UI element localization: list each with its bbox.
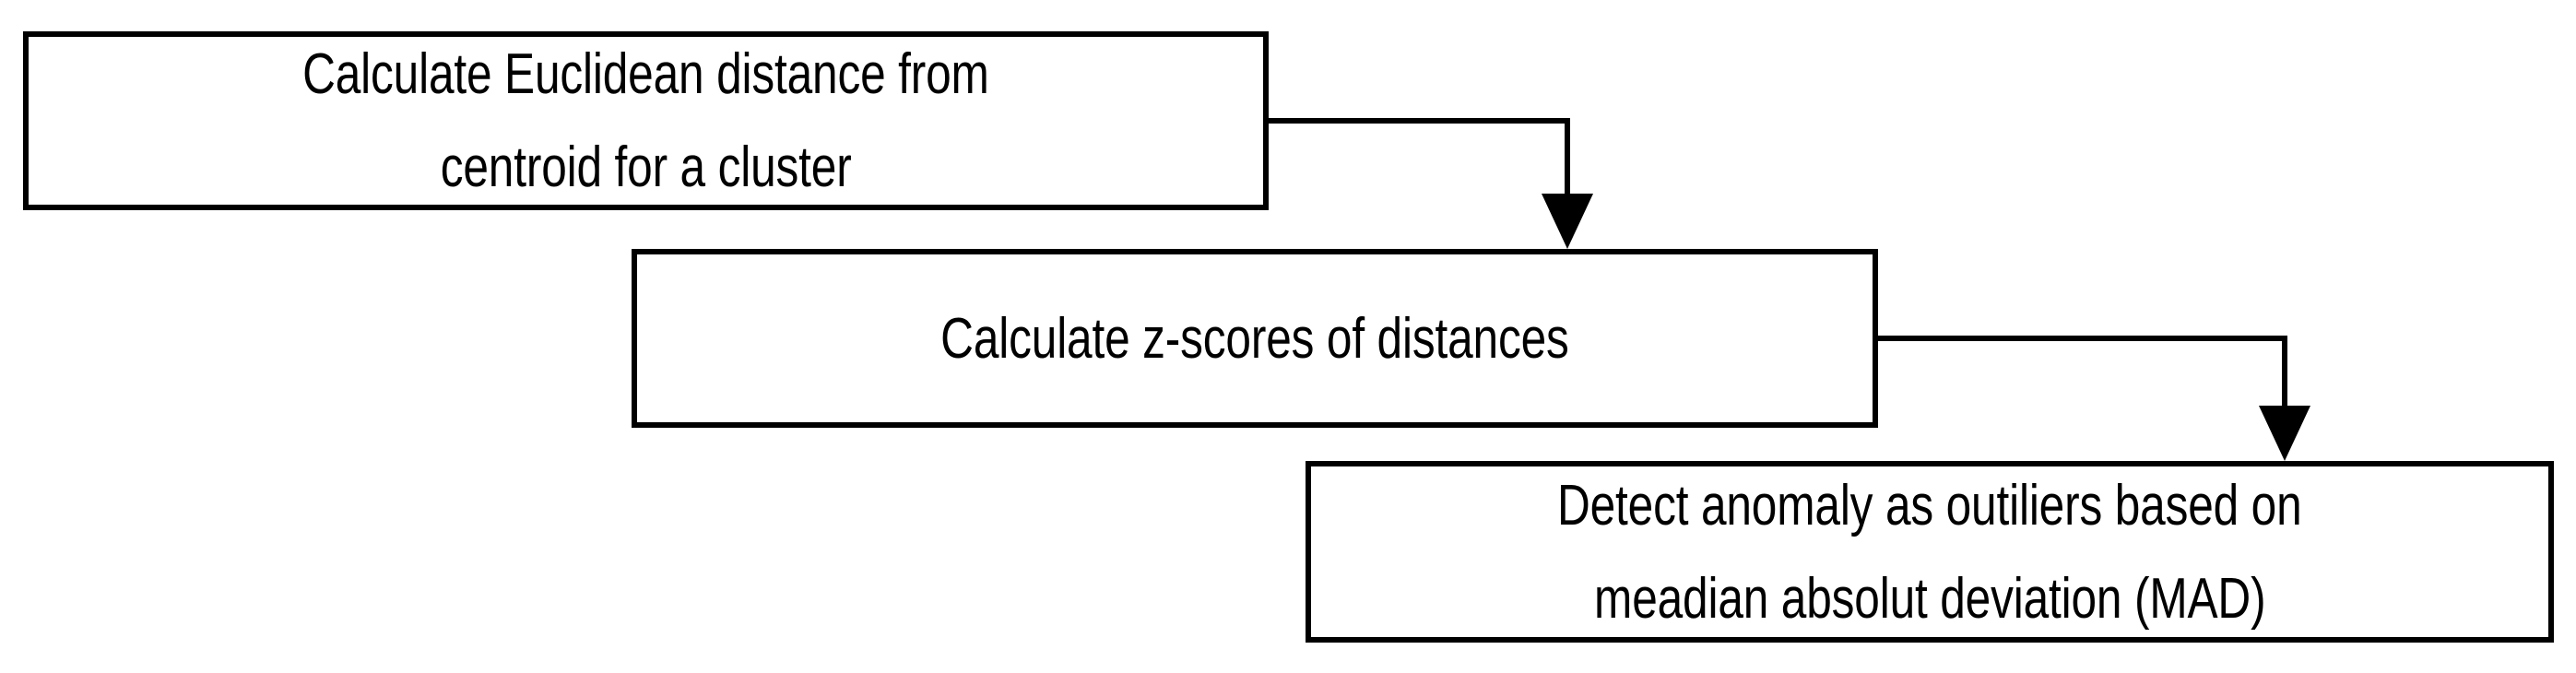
node-2-line-1: Calculate z-scores of distances (940, 306, 1569, 371)
arrow-1-head-icon (1542, 194, 1593, 249)
arrow-1-path (1269, 118, 1570, 219)
arrow-2-head-icon (2259, 406, 2310, 461)
arrow-node1-to-node2 (1269, 118, 1593, 249)
arrow-2-path (1878, 336, 2287, 431)
node-3-line-2: meadian absolut deviation (MAD) (1593, 566, 2266, 631)
process-box-calculate-z-scores[interactable]: Calculate z-scores of distances (632, 249, 1878, 428)
node-1-line-2: centroid for a cluster (440, 136, 852, 199)
node-3-line-1: Detect anomaly as outiliers based on (1557, 473, 2302, 537)
process-box-detect-anomaly-mad[interactable]: Detect anomaly as outiliers based on mea… (1306, 461, 2554, 643)
process-box-calculate-euclidean-distance[interactable]: Calculate Euclidean distance from centro… (23, 31, 1269, 210)
arrow-node2-to-node3 (1878, 336, 2310, 461)
node-1-line-1: Calculate Euclidean distance from (302, 42, 989, 106)
